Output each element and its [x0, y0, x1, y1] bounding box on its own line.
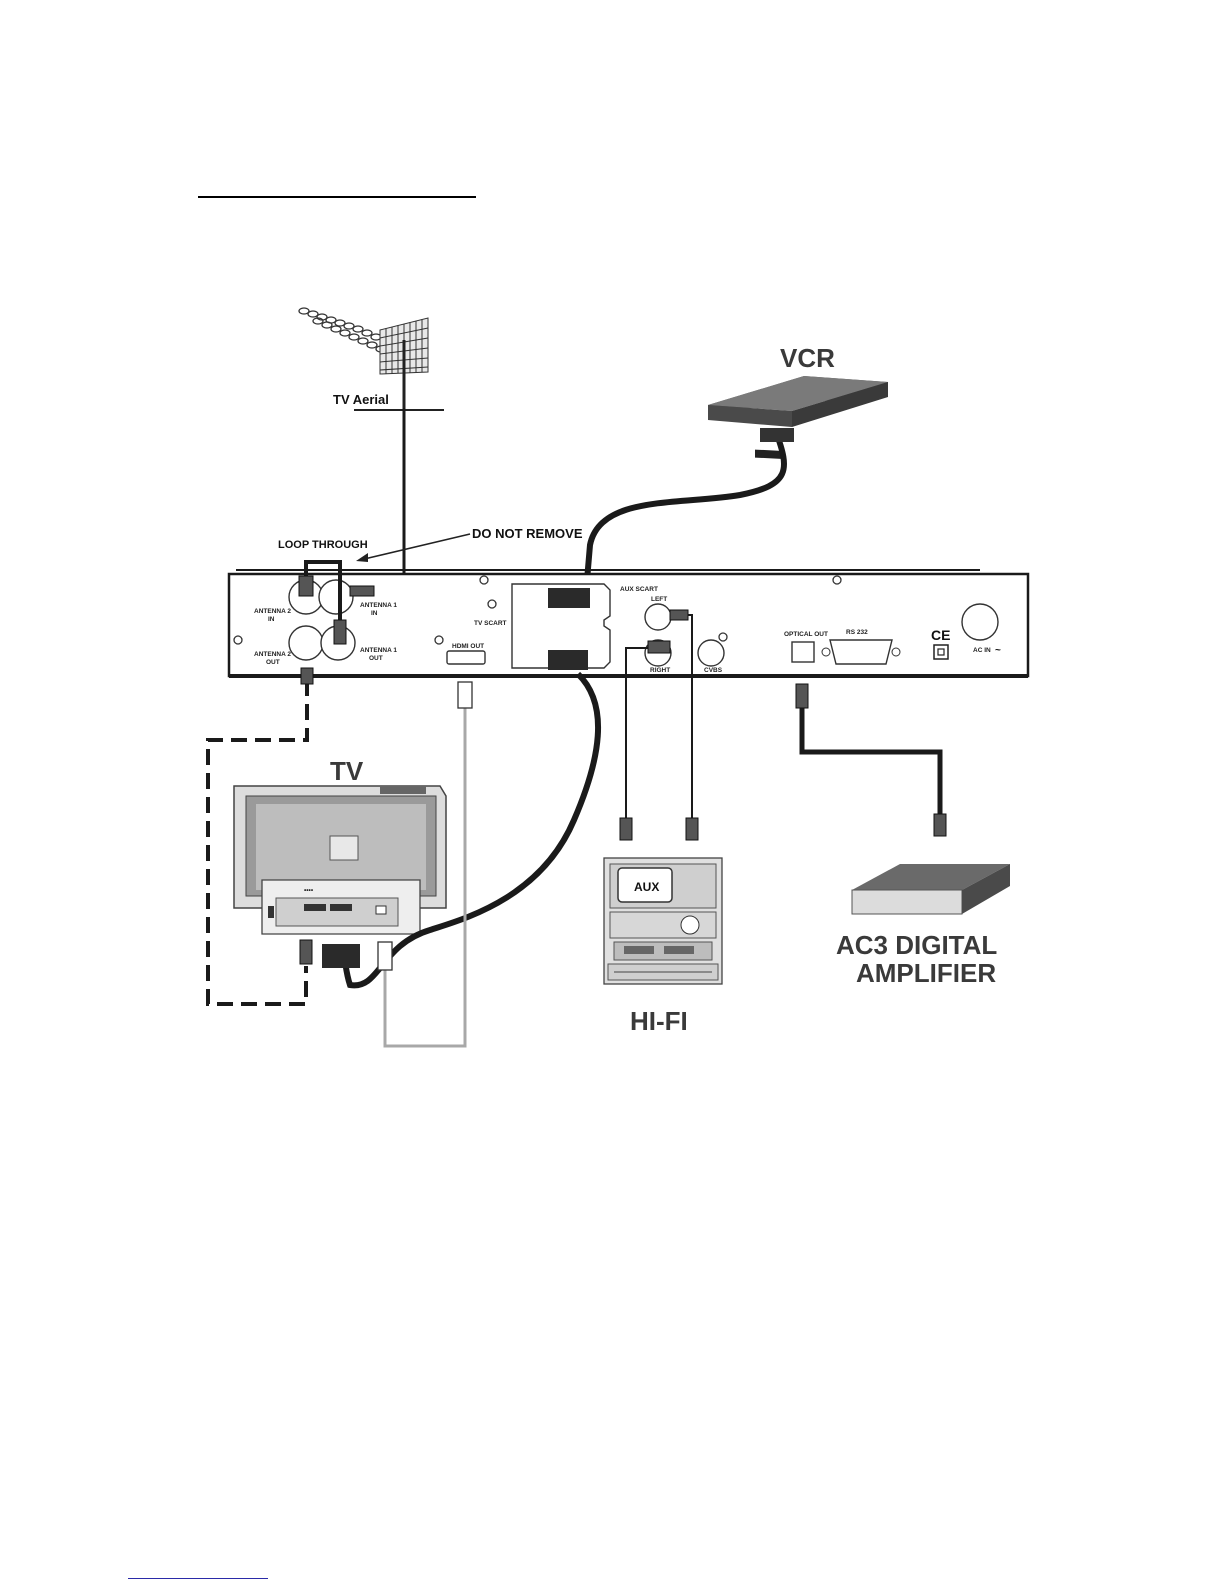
ac-in-socket	[962, 604, 998, 640]
right-label: RIGHT	[650, 667, 670, 674]
tv-scart-plug	[548, 650, 588, 670]
svg-text:••••: ••••	[304, 887, 314, 894]
do-not-remove-label: DO NOT REMOVE	[472, 526, 583, 541]
do-not-remove-arrow	[360, 534, 470, 560]
aux-label: AUX	[634, 880, 659, 894]
optical-port	[792, 642, 814, 662]
vcr: VCR	[708, 343, 888, 459]
amp-label-line2: AMPLIFIER	[856, 958, 996, 988]
antenna2-out-label-2: OUT	[266, 659, 280, 666]
ac3-amplifier	[852, 864, 1010, 914]
optical-out-label: OPTICAL OUT	[784, 631, 828, 638]
antenna1-out-label-1: ANTENNA 1	[360, 647, 397, 654]
antenna1-out-label-2: OUT	[369, 655, 383, 662]
antenna1-in-label-1: ANTENNA 1	[360, 602, 397, 609]
antenna1-in-plug	[350, 586, 374, 596]
antenna2-in-plug	[299, 576, 313, 596]
rear-panel: ANTENNA 2 IN ANTENNA 2 OUT ANTENNA 1 IN …	[229, 562, 1028, 676]
optical-cable	[802, 690, 940, 820]
antenna2-in-label-2: IN	[268, 616, 275, 623]
rs232-port	[830, 640, 892, 664]
aux-scart-plug	[548, 588, 590, 608]
tv: ••••	[234, 786, 446, 934]
antenna2-in-label-1: ANTENNA 2	[254, 608, 291, 615]
rs232-label: RS 232	[846, 629, 868, 636]
hdmi-out-label: HDMI OUT	[452, 643, 484, 650]
vcr-scart-cable	[586, 432, 784, 592]
aux-scart-label: AUX SCART	[620, 586, 658, 593]
vcr-label: VCR	[780, 343, 835, 373]
tv-aerial: TV Aerial	[299, 308, 444, 410]
ac-in-label: AC IN	[973, 647, 991, 654]
tv-aerial-label: TV Aerial	[333, 392, 389, 407]
footnote-rule	[128, 1578, 268, 1579]
hifi-system: AUX	[604, 858, 722, 984]
tv-end-scart-plug	[322, 944, 360, 968]
tv-scart-label: TV SCART	[474, 620, 507, 627]
loop-through-label: LOOP THROUGH	[278, 539, 368, 551]
hifi-label: HI-FI	[630, 1006, 688, 1036]
tv-label: TV	[330, 756, 364, 786]
cvbs-label: CVBS	[704, 667, 723, 674]
antenna1-out-plug	[334, 620, 346, 644]
vcr-scart-plug	[760, 428, 794, 442]
antenna1-in-label-2: IN	[371, 610, 378, 617]
aerial-cable	[372, 408, 404, 590]
ce-mark: CE	[931, 627, 950, 643]
antenna2-out-label-1: ANTENNA 2	[254, 651, 291, 658]
left-label: LEFT	[651, 596, 667, 603]
hdmi-port	[447, 651, 485, 664]
amp-label-line1: AC3 DIGITAL	[836, 930, 997, 960]
ac-wave-icon: ~	[995, 645, 1001, 656]
